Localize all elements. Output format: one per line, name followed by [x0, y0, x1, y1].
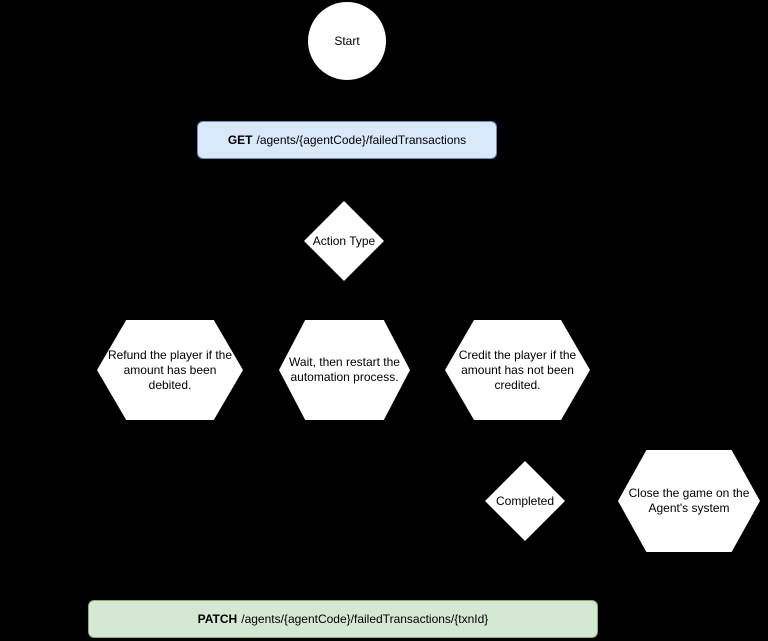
- refund-player-label: Refund the player if the amount has been…: [107, 347, 233, 392]
- get-endpoint-node: GET /agents/{agentCode}/failedTransactio…: [197, 121, 497, 159]
- completed-decision-node: Completed: [485, 461, 565, 541]
- get-method-label: GET: [227, 132, 253, 147]
- get-path-label: /agents/{agentCode}/failedTransactions: [256, 132, 467, 147]
- refund-player-node: Refund the player if the amount has been…: [97, 320, 243, 420]
- patch-method-label: PATCH: [197, 611, 238, 626]
- close-game-label: Close the game on the Agent's system: [628, 486, 750, 515]
- credit-player-node: Credit the player if the amount has not …: [445, 320, 590, 420]
- credit-player-label: Credit the player if the amount has not …: [458, 347, 577, 392]
- patch-endpoint-node: PATCH /agents/{agentCode}/failedTransact…: [88, 600, 598, 638]
- start-node: Start: [308, 2, 386, 80]
- start-label: Start: [334, 33, 360, 48]
- wait-restart-label: Wait, then restart the automation proces…: [289, 355, 400, 384]
- action-type-decision-node: Action Type: [304, 201, 384, 281]
- close-game-node: Close the game on the Agent's system: [618, 450, 760, 552]
- wait-restart-node: Wait, then restart the automation proces…: [279, 320, 410, 420]
- action-type-label: Action Type: [312, 233, 376, 248]
- patch-path-label: /agents/{agentCode}/failedTransactions/{…: [241, 611, 489, 626]
- completed-label: Completed: [495, 493, 555, 508]
